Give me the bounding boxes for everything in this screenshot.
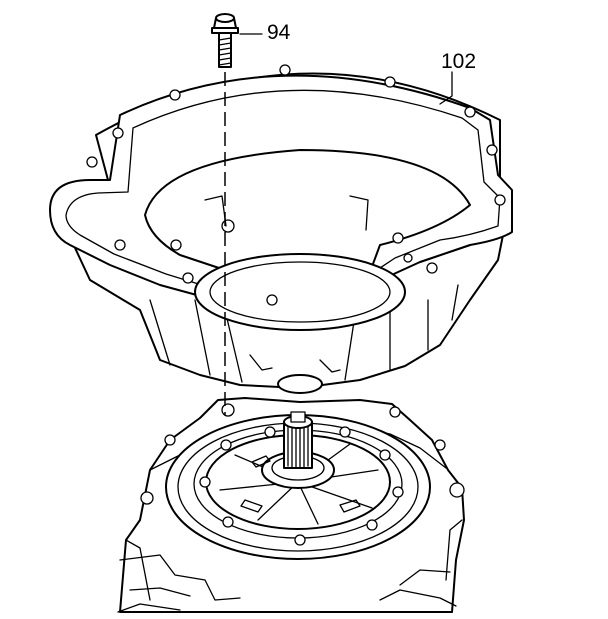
bolt-94 xyxy=(211,13,239,68)
pump-assembly xyxy=(165,411,431,560)
leader-line-102 xyxy=(439,71,453,105)
bell-housing xyxy=(49,64,513,394)
callout-label-94: 94 xyxy=(267,21,291,44)
callout-label-102: 102 xyxy=(441,50,477,73)
